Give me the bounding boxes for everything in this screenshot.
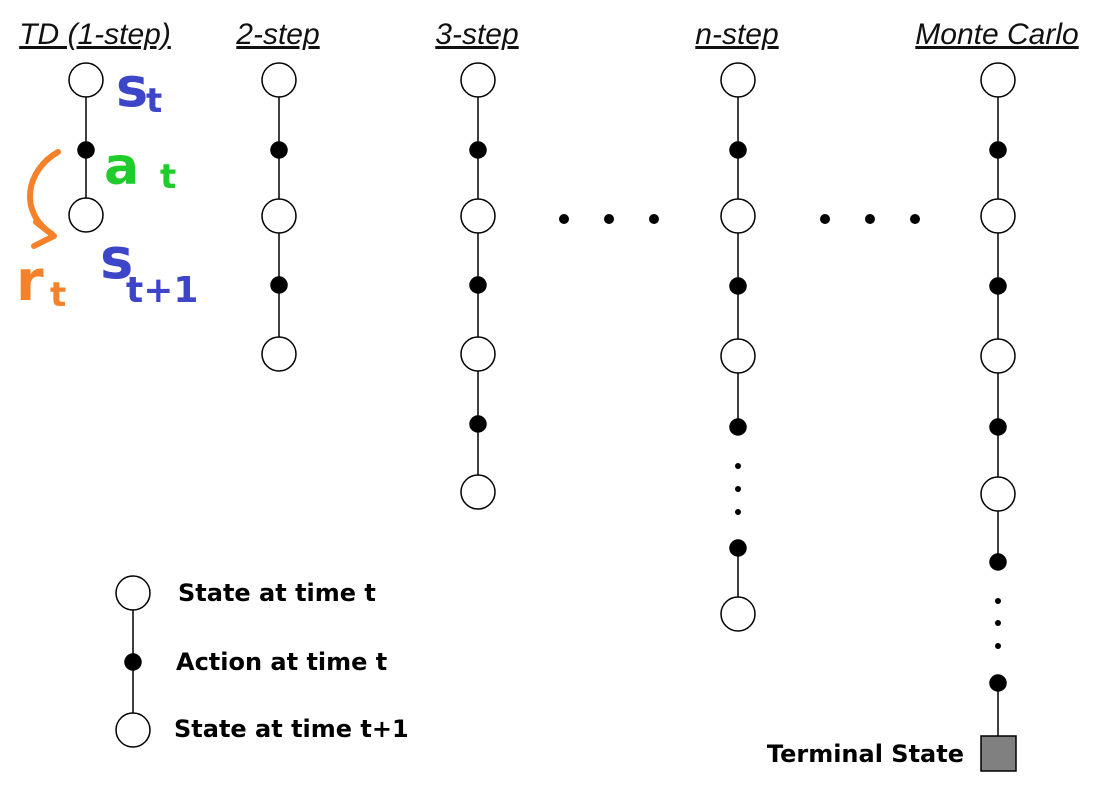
reward-arrow-icon: [26, 149, 61, 249]
annotation-reward-t-base: r: [16, 249, 44, 314]
ellipsis-vertical: [995, 598, 1001, 649]
action-node: [989, 418, 1007, 436]
column-n-step: [720, 62, 756, 632]
state-node: [68, 197, 104, 233]
state-node: [460, 474, 496, 510]
column-td-1-step: [68, 62, 104, 233]
ellipsis-horizontal: [820, 214, 920, 224]
state-node: [720, 596, 756, 632]
terminal-state-node: [980, 735, 1017, 772]
terminal-state-label: Terminal State: [767, 740, 964, 768]
state-node: [460, 336, 496, 372]
action-node: [469, 141, 487, 159]
action-node: [729, 418, 747, 436]
state-node: [980, 476, 1016, 512]
action-node: [469, 415, 487, 433]
state-node: [261, 62, 297, 98]
title-n-step: n-step: [695, 18, 778, 51]
title-td-1-step: TD (1-step): [19, 18, 171, 51]
ellipsis-vertical: [735, 463, 741, 515]
annotation-state-t1: s t+1: [100, 227, 198, 311]
state-node: [261, 336, 297, 372]
ellipsis-horizontal: [559, 214, 659, 224]
annotation-action-t-base: a: [104, 137, 139, 197]
title-2-step: 2-step: [235, 18, 319, 51]
annotation-reward-t: r t: [16, 249, 66, 315]
column-2-step: [261, 62, 297, 372]
annotation-action-t: a t: [104, 137, 176, 197]
action-node: [729, 277, 747, 295]
annotation-action-t-sub: t: [160, 157, 176, 197]
action-node: [729, 141, 747, 159]
state-node: [261, 198, 297, 234]
annotation-state-t1-base: s: [100, 227, 133, 292]
title-3-step: 3-step: [435, 18, 518, 51]
state-node: [460, 62, 496, 98]
title-monte-carlo: Monte Carlo: [915, 18, 1078, 51]
state-node: [460, 198, 496, 234]
annotation-state-t-sub: t: [146, 81, 162, 121]
state-node: [720, 198, 756, 234]
state-node: [720, 338, 756, 374]
action-node: [77, 141, 95, 159]
column-3-step: [460, 62, 496, 510]
state-node: [980, 338, 1016, 374]
legend-action-label: Action at time t: [176, 648, 387, 676]
action-node: [270, 141, 288, 159]
state-node: [68, 62, 104, 98]
annotation-reward-t-sub: t: [50, 275, 66, 315]
annotation-state-t1-sub: t+1: [126, 270, 198, 311]
state-node: [980, 62, 1016, 98]
legend-next-state-node: [115, 712, 151, 748]
action-node: [989, 277, 1007, 295]
action-node: [270, 276, 288, 294]
action-node: [989, 141, 1007, 159]
legend-state-label: State at time t: [178, 579, 376, 607]
action-node: [469, 276, 487, 294]
legend-state-node: [115, 575, 151, 611]
state-node: [720, 62, 756, 98]
action-node: [729, 539, 747, 557]
state-node: [980, 198, 1016, 234]
legend-action-node: [124, 653, 142, 671]
column-monte-carlo: [980, 62, 1017, 772]
annotation-state-t: s t: [116, 56, 162, 121]
legend-next-state-label: State at time t+1: [174, 715, 409, 743]
legend: State at time t Action at time t State a…: [115, 575, 409, 748]
annotation-state-t-base: s: [116, 56, 148, 119]
action-node: [989, 553, 1007, 571]
action-node: [989, 674, 1007, 692]
